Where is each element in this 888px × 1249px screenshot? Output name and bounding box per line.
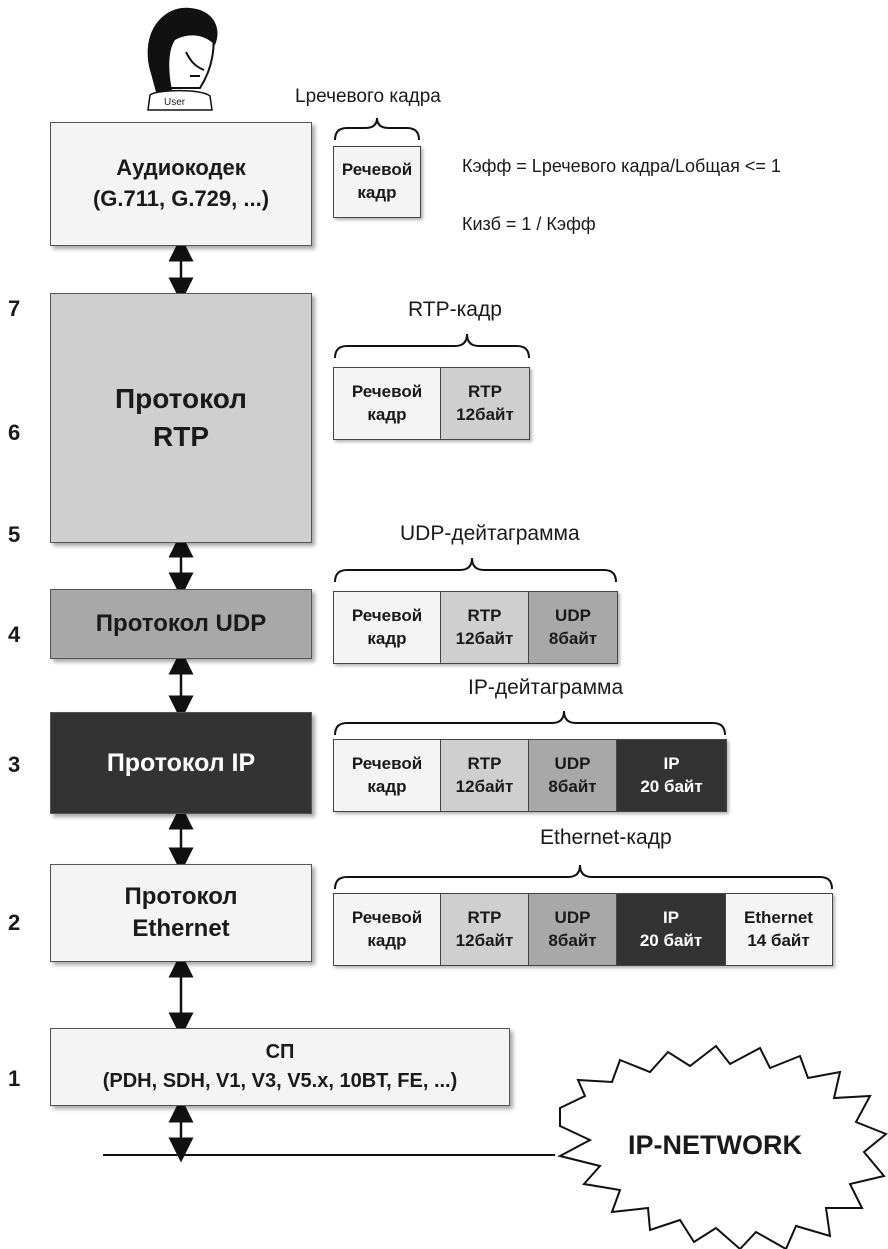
segment-speech: Речевой кадр — [334, 147, 420, 217]
segment-udp-header: UDP 8байт — [529, 740, 617, 811]
frame-ip: Речевой кадр RTP 12байт UDP 8байт IP 20 … — [333, 739, 727, 812]
frame-udp: Речевой кадр RTP 12байт UDP 8байт — [333, 591, 618, 664]
segment-ip-header: IP 20 байт — [617, 740, 726, 811]
layer-ethernet: Протокол Ethernet — [50, 864, 312, 962]
caption-rtp-frame: RTP-кадр — [408, 298, 502, 321]
layer-number-2: 2 — [8, 910, 21, 935]
layer-codec-title: Аудиокодек — [116, 155, 246, 181]
frame-ethernet: Речевой кадр RTP 12байт UDP 8байт IP 20 … — [333, 893, 833, 966]
segment-speech: Речевой кадр — [334, 894, 441, 965]
caption-udp-datagram: UDP-дейтаграмма — [400, 522, 580, 545]
ip-network-cloud — [557, 1044, 888, 1249]
layer-number-5: 5 — [8, 522, 21, 547]
brace-rtp — [334, 333, 530, 359]
user-label: User — [164, 97, 186, 108]
brace-udp — [334, 557, 617, 583]
brace-ip — [334, 710, 726, 736]
layer-number-4: 4 — [8, 622, 21, 647]
layer-number-3: 3 — [8, 752, 21, 777]
segment-rtp-header: RTP 12байт — [441, 592, 529, 663]
segment-rtp-header: RTP 12байт — [441, 894, 529, 965]
layer-sp-title: СП — [265, 1041, 295, 1063]
layer-ip: Протокол IP — [50, 712, 312, 814]
layer-rtp-subtitle: RTP — [153, 421, 209, 452]
layer-udp-title: Протокол UDP — [95, 610, 267, 637]
brace-ethernet — [334, 864, 833, 890]
layer-rtp: Протокол RTP — [50, 293, 312, 543]
layer-codec-subtitle: (G.711, G.729, ...) — [92, 186, 270, 211]
ip-network-label: IP-NETWORK — [628, 1130, 802, 1160]
layer-ethernet-subtitle: Ethernet — [132, 915, 230, 942]
segment-rtp-header: RTP 12байт — [441, 740, 529, 811]
layer-number-1: 1 — [8, 1066, 21, 1091]
caption-speech-length: Lречевого кадра — [295, 86, 441, 107]
segment-speech: Речевой кадр — [334, 592, 441, 663]
layer-rtp-title: Протокол — [115, 383, 247, 415]
layer-number-7: 7 — [8, 296, 21, 321]
segment-ip-header: IP 20 байт — [617, 894, 726, 965]
layer-sp-subtitle: (PDH, SDH, V1, V3, V5.x, 10BT, FE, ...) — [102, 1070, 458, 1092]
segment-rtp-header: RTP 12байт — [441, 368, 529, 439]
layer-ethernet-title: Протокол — [124, 882, 238, 910]
frame-rtp: Речевой кадр RTP 12байт — [333, 367, 530, 440]
formula-keff: Кэфф = Lречевого кадра/Lобщая <= 1 — [462, 156, 781, 176]
segment-udp-header: UDP 8байт — [529, 894, 617, 965]
caption-ip-datagram: IP-дейтаграмма — [468, 676, 624, 699]
segment-ethernet-header: Ethernet 14 байт — [726, 894, 831, 965]
user-icon — [147, 7, 218, 111]
layer-ip-title: Протокол IP — [106, 748, 256, 777]
segment-speech: Речевой кадр — [334, 740, 441, 811]
layer-number-6: 6 — [8, 420, 21, 445]
layer-sp: СП (PDH, SDH, V1, V3, V5.x, 10BT, FE, ..… — [50, 1028, 510, 1106]
layer-codec: Аудиокодек (G.711, G.729, ...) — [50, 122, 312, 246]
layer-udp: Протокол UDP — [50, 589, 312, 659]
brace-speech — [334, 117, 420, 141]
frame-speech: Речевой кадр — [333, 146, 421, 218]
caption-ethernet-frame: Ethernet-кадр — [540, 826, 672, 849]
segment-udp-header: UDP 8байт — [529, 592, 617, 663]
formula-kizb: Кизб = 1 / Кэфф — [462, 214, 596, 234]
segment-speech: Речевой кадр — [334, 368, 441, 439]
